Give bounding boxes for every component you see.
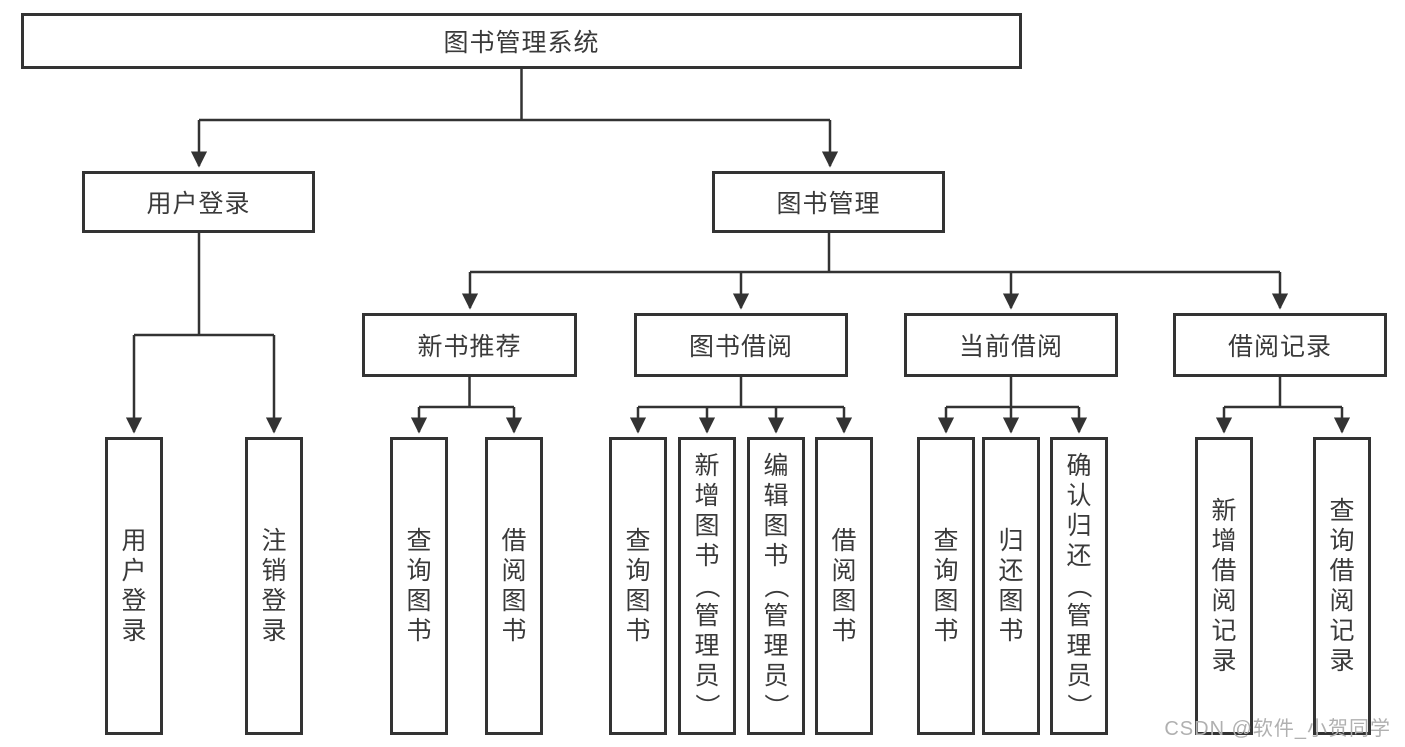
- leaf-recommend-borrow-book-label: 借阅图书: [501, 527, 527, 645]
- leaf-recommend-borrow-book: 借阅图书: [485, 437, 543, 735]
- leaf-current-query-book-label: 查询图书: [933, 527, 959, 645]
- leaf-borrow-borrow-book-label: 借阅图书: [831, 527, 857, 645]
- node-current-borrow-label: 当前借阅: [958, 333, 1063, 361]
- leaf-edit-book-admin: 编辑图书（管理员）: [747, 437, 805, 735]
- leaf-edit-book-admin-label: 编辑图书（管理员）: [761, 452, 790, 719]
- node-borrow-record-label: 借阅记录: [1227, 333, 1332, 361]
- leaf-add-borrow-record-label: 新增借阅记录: [1211, 497, 1237, 675]
- node-user-login-label: 用户登录: [146, 190, 251, 218]
- node-book-borrow: 图书借阅: [634, 313, 848, 377]
- leaf-current-query-book: 查询图书: [917, 437, 975, 735]
- node-book-management-label: 图书管理: [776, 190, 881, 218]
- leaf-confirm-return-admin-label: 确认归还（管理员）: [1064, 452, 1093, 719]
- leaf-query-borrow-record-label: 查询借阅记录: [1329, 497, 1355, 675]
- csdn-watermark: CSDN @软件_小贺同学: [1164, 718, 1391, 740]
- leaf-logout-label: 注销登录: [261, 527, 287, 645]
- leaf-user-login-label: 用户登录: [121, 527, 147, 645]
- leaf-recommend-query-book-label: 查询图书: [406, 527, 432, 645]
- leaf-add-book-admin: 新增图书（管理员）: [678, 437, 736, 735]
- leaf-borrow-borrow-book: 借阅图书: [815, 437, 873, 735]
- node-new-book-recommend-label: 新书推荐: [417, 333, 522, 361]
- node-root: 图书管理系统: [21, 13, 1022, 69]
- leaf-add-book-admin-label: 新增图书（管理员）: [692, 452, 721, 719]
- leaf-confirm-return-admin: 确认归还（管理员）: [1050, 437, 1108, 735]
- leaf-logout: 注销登录: [245, 437, 303, 735]
- leaf-return-book: 归还图书: [982, 437, 1040, 735]
- leaf-recommend-query-book: 查询图书: [390, 437, 448, 735]
- leaf-query-borrow-record: 查询借阅记录: [1313, 437, 1371, 735]
- node-new-book-recommend: 新书推荐: [362, 313, 577, 377]
- leaf-borrow-query-book-label: 查询图书: [625, 527, 651, 645]
- leaf-user-login: 用户登录: [105, 437, 163, 735]
- node-book-management: 图书管理: [712, 171, 945, 233]
- node-book-borrow-label: 图书借阅: [688, 333, 793, 361]
- leaf-add-borrow-record: 新增借阅记录: [1195, 437, 1253, 735]
- node-user-login: 用户登录: [82, 171, 315, 233]
- node-current-borrow: 当前借阅: [904, 313, 1118, 377]
- node-borrow-record: 借阅记录: [1173, 313, 1387, 377]
- node-root-label: 图书管理系统: [443, 29, 600, 57]
- leaf-return-book-label: 归还图书: [998, 527, 1024, 645]
- leaf-borrow-query-book: 查询图书: [609, 437, 667, 735]
